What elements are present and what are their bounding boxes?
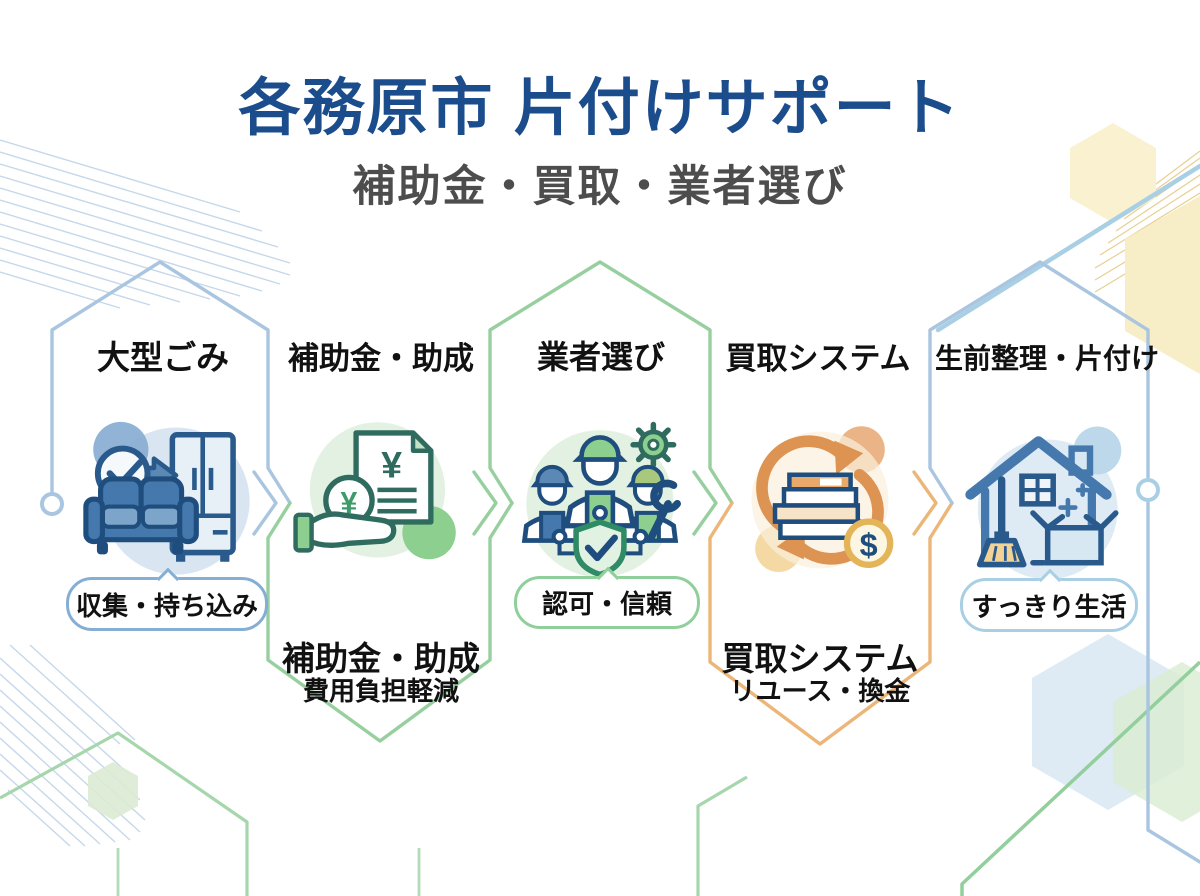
caption-sub-subsidy: 費用負担軽減	[302, 676, 459, 706]
svg-text:¥: ¥	[381, 443, 402, 485]
hexagon-green-small-bottom-left	[88, 762, 138, 820]
panel-outline-large-garbage	[50, 260, 292, 505]
page-subtitle: 補助金・買取・業者選び	[352, 163, 848, 211]
hexagon-outline-bottom-center	[696, 775, 748, 896]
sparkle-icon	[1058, 483, 1090, 518]
chevron-icon-4	[912, 470, 938, 536]
panel-outline-subsidy	[266, 501, 514, 743]
diagonal-line-bottom-right	[960, 660, 1200, 896]
section-title-estate-cleanup: 生前整理・片付け	[934, 343, 1159, 374]
subsidy-hand-money-icon: ¥ ¥	[293, 422, 456, 560]
bubble-label-large-garbage: 収集・持ち込み	[66, 577, 268, 631]
hatch-lines-top-left	[0, 139, 291, 309]
section-title-large-garbage: 大型ごみ	[97, 339, 229, 376]
chevron-icon-1	[252, 470, 278, 536]
connector-line-right	[1146, 501, 1200, 864]
furniture-collection-icon	[83, 421, 250, 575]
svg-text:$: $	[860, 527, 878, 563]
bubble-label-estate-cleanup: すっきり生活	[960, 578, 1138, 632]
caption-sub-buyback: リユース・換金	[729, 676, 911, 706]
section-title-subsidy: 補助金・助成	[288, 341, 474, 376]
hatch-lines-bottom-left	[0, 644, 146, 847]
chevron-icon-2	[472, 470, 498, 536]
diagonal-line-top-right	[935, 163, 1200, 333]
bubble-label-contractor: 認可・信頼	[514, 576, 700, 629]
svg-text:¥: ¥	[341, 487, 358, 520]
caption-title-buyback: 買取システム	[721, 640, 919, 677]
hexagon-outline-bottom-left	[0, 731, 249, 896]
section-title-contractor: 業者選び	[536, 339, 665, 375]
workers-shield-icon	[521, 421, 681, 578]
wrench-icon	[647, 479, 681, 541]
recycle-books-money-icon: $	[751, 426, 894, 572]
hexagon-pale-yellow-small	[1070, 123, 1156, 223]
gear-icon	[630, 421, 677, 468]
connector-ring-right	[1136, 478, 1160, 502]
chevron-icon-3	[692, 470, 718, 536]
connector-ring-left	[40, 492, 64, 516]
page-title: 各務原市 片付けサポート	[238, 74, 962, 143]
panel-outline-estate-cleanup	[928, 260, 1150, 505]
section-title-buyback: 買取システム	[725, 341, 911, 376]
panel-outline-buyback	[708, 501, 954, 746]
hexagon-pale-yellow-large	[1125, 195, 1200, 375]
caption-title-subsidy: 補助金・助成	[282, 640, 480, 677]
hexagon-green-bottom-right	[1113, 662, 1200, 822]
house-cleaning-icon	[965, 426, 1122, 580]
hexagon-outline-stubs-bottom	[116, 848, 421, 896]
panel-outline-contractor	[488, 260, 734, 505]
